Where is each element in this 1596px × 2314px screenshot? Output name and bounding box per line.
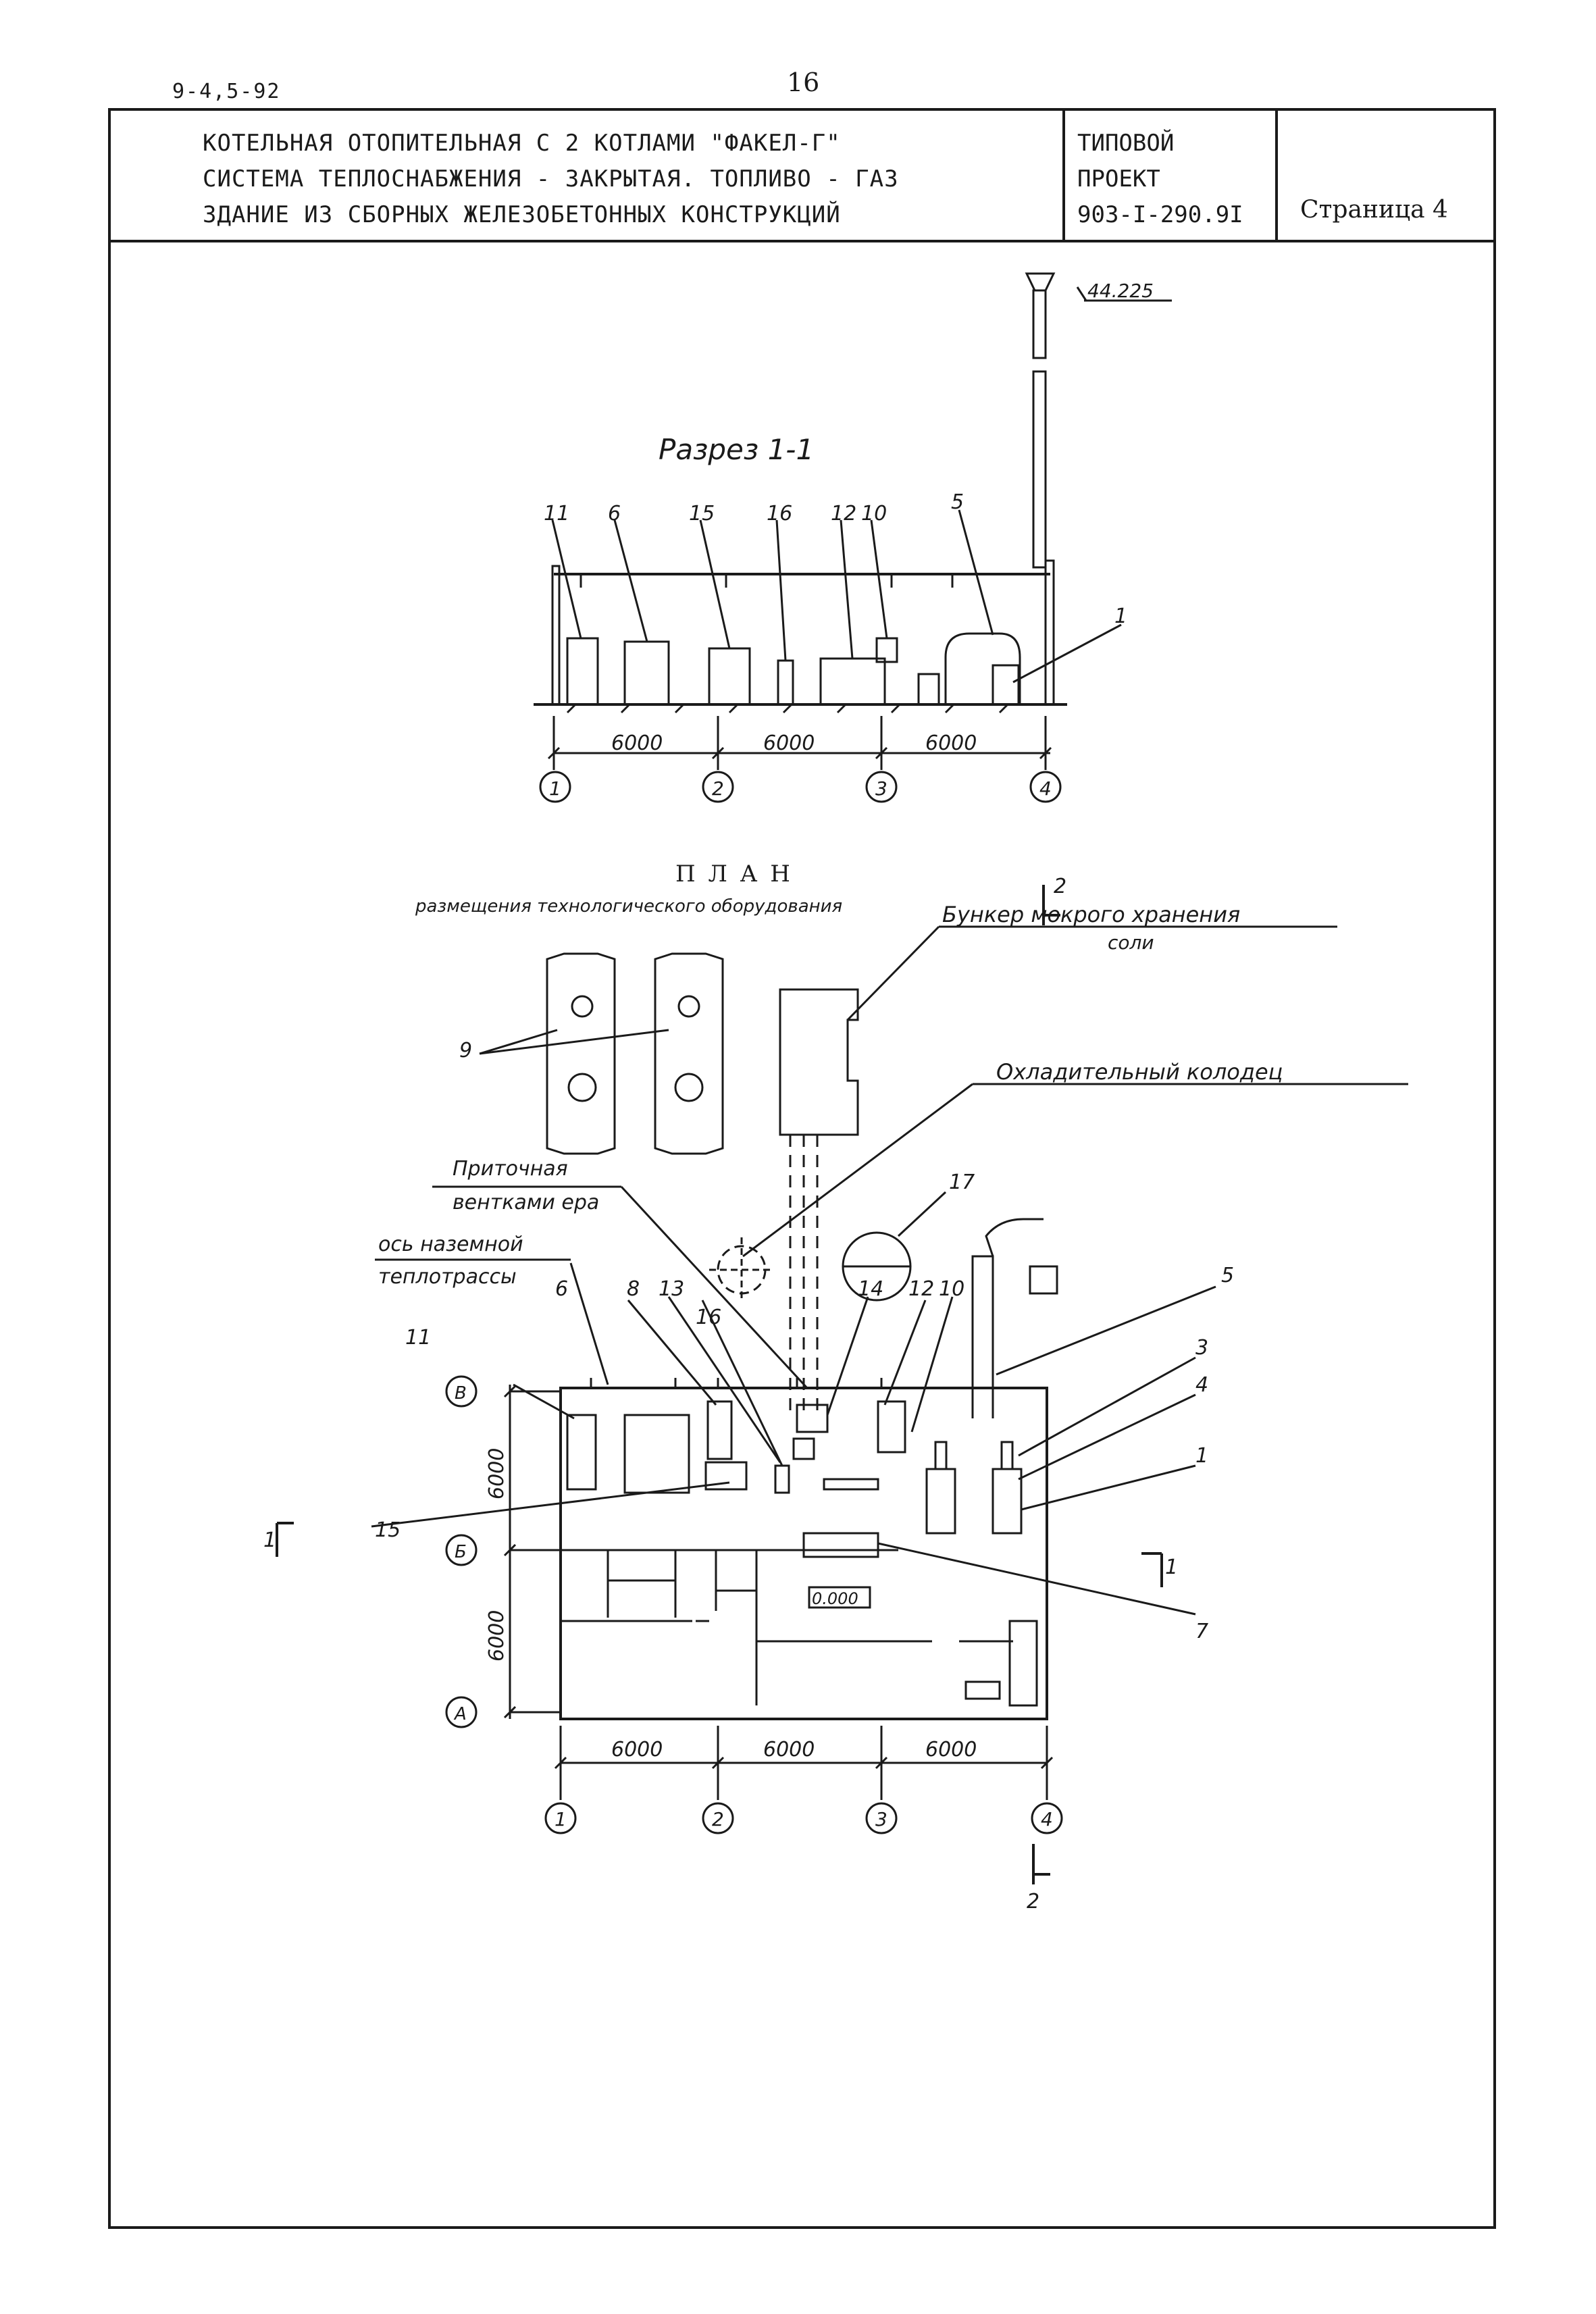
section-axis-label: 4 — [1039, 777, 1052, 800]
title-line-2: СИСТЕМА ТЕПЛОСНАБЖЕНИЯ - ЗАКРЫТАЯ. ТОПЛИ… — [203, 165, 899, 192]
section-dimension: 6000 — [763, 731, 815, 755]
plan-label: 11 — [405, 1326, 431, 1349]
section-leaders — [551, 509, 1122, 684]
row-axis-label: Б — [455, 1542, 467, 1562]
column-axis-label: 4 — [1041, 1808, 1053, 1830]
drawing-frame — [108, 108, 1496, 2229]
plan-label: 4 — [1195, 1373, 1208, 1397]
section-label: 15 — [689, 502, 715, 525]
plan-label: 1 — [1195, 1444, 1208, 1468]
plan-label: 12 — [908, 1277, 934, 1301]
plan-label: 7 — [1195, 1620, 1208, 1643]
plan-elevation: 0.000 — [812, 1589, 858, 1608]
section-label: 16 — [767, 502, 792, 525]
section-dimension: 6000 — [611, 731, 663, 755]
column-axis-label: 1 — [555, 1808, 567, 1830]
header-column-divider — [1062, 108, 1065, 241]
column-axis-label: 3 — [875, 1808, 887, 1830]
plan-label: 3 — [1195, 1336, 1208, 1360]
section-axis-label: 2 — [712, 777, 724, 800]
project-label: ПРОЕКТ — [1077, 165, 1160, 192]
plan-label: 8 — [627, 1277, 640, 1301]
section-elevation: 44.225 — [1087, 280, 1154, 302]
document-code: 9-4,5-92 — [172, 80, 281, 103]
section-axis-label: 1 — [549, 777, 561, 800]
header-column-divider — [1275, 108, 1278, 241]
callout-supply-vent: Приточная — [453, 1157, 568, 1181]
page-number: 16 — [787, 68, 820, 97]
plan-label: 13 — [659, 1277, 684, 1301]
section-label: 5 — [951, 490, 964, 514]
callout-heat-route: теплотрассы — [378, 1265, 517, 1289]
plan-label: 9 — [459, 1039, 472, 1062]
row-dimension: 6000 — [485, 1610, 509, 1662]
section-mark-label: 1 — [1165, 1555, 1178, 1579]
column-axis-label: 2 — [712, 1808, 724, 1830]
title-line-1: КОТЕЛЬНАЯ ОТОПИТЕЛЬНАЯ С 2 КОТЛАМИ "ФАКЕ… — [203, 130, 841, 157]
section-title: Разрез 1-1 — [659, 433, 814, 466]
callout-bunker: Бункер мокрого хранения — [942, 902, 1240, 927]
header-divider — [108, 240, 1496, 242]
title-line-3: ЗДАНИЕ ИЗ СБОРНЫХ ЖЕЛЕЗОБЕТОННЫХ КОНСТРУ… — [203, 201, 841, 228]
project-number: 903-I-290.9I — [1077, 201, 1243, 228]
plan-label: 14 — [858, 1277, 883, 1301]
section-mark-label: 2 — [1054, 875, 1066, 898]
page-label: Страница 4 — [1300, 196, 1448, 224]
row-dimension: 6000 — [485, 1448, 509, 1499]
row-axis-label: А — [453, 1704, 467, 1724]
plan-label: 17 — [949, 1171, 975, 1194]
section-1-1: 44.225 Разрез 1-1 — [534, 272, 1172, 803]
plan-label: 5 — [1221, 1264, 1234, 1287]
plan-title: П Л А Н — [675, 860, 793, 888]
callout-heat-route-axis: ось наземной — [378, 1233, 523, 1256]
row-axis-label: В — [455, 1383, 467, 1404]
section-dimension: 6000 — [925, 731, 977, 755]
plan-label: 16 — [696, 1306, 721, 1329]
section-label: 6 — [608, 502, 621, 525]
section-axis-label: 3 — [875, 777, 887, 800]
section-label: 10 — [861, 502, 887, 525]
project-type: ТИПОВОЙ — [1077, 130, 1175, 157]
section-mark-label: 2 — [1027, 1890, 1039, 1913]
callout-vent-chamber: вентками ера — [453, 1191, 599, 1214]
plan-label: 10 — [939, 1277, 964, 1301]
section-label: 11 — [544, 502, 569, 525]
column-dimension: 6000 — [925, 1738, 977, 1762]
callout-bunker-2: соли — [1108, 931, 1154, 954]
section-label: 12 — [831, 502, 856, 525]
callout-cooling-well: Охладительный колодец — [996, 1059, 1283, 1085]
plan-label: 15 — [375, 1518, 401, 1542]
section-label: 1 — [1114, 605, 1127, 628]
plan-subtitle: размещения технологического оборудования — [415, 896, 842, 917]
plan-label: 6 — [555, 1277, 568, 1301]
column-dimension: 6000 — [763, 1738, 815, 1762]
plan — [276, 885, 1408, 1884]
section-mark-label: 1 — [263, 1528, 276, 1552]
column-dimension: 6000 — [611, 1738, 663, 1762]
